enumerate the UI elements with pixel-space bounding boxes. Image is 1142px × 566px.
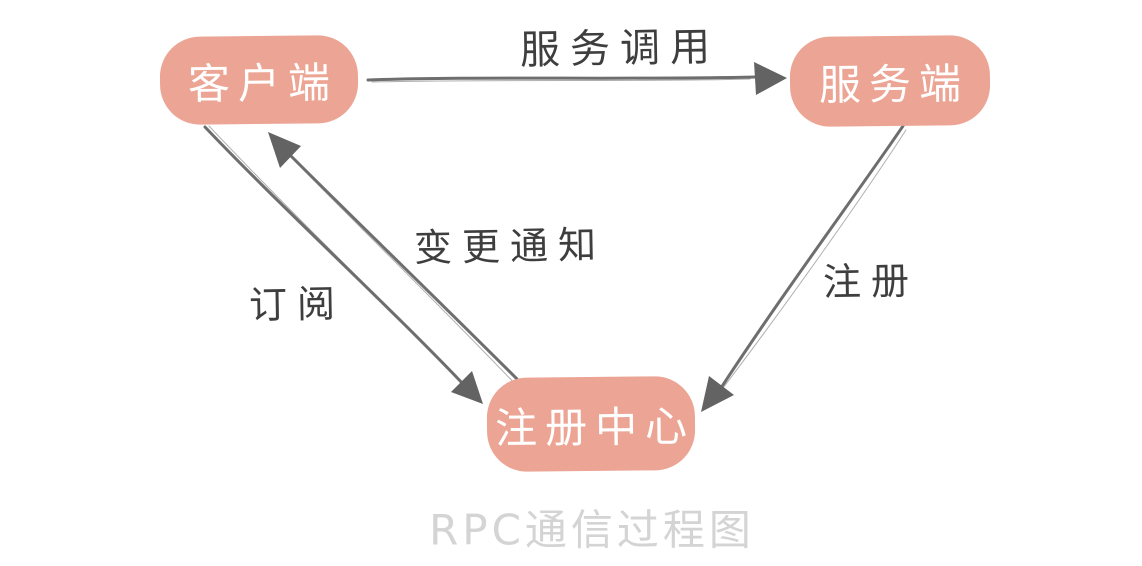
arrowhead-up-left-icon: [268, 132, 301, 168]
node-registry-label: 注册中心: [494, 401, 696, 453]
edge-label-register: 注册: [822, 258, 920, 305]
node-client-label: 客户端: [187, 57, 339, 109]
edge-label-change-notify: 变更通知: [413, 222, 607, 271]
node-server-label: 服务端: [818, 58, 970, 110]
arrowhead-right-icon: [754, 62, 787, 95]
arrowhead-down-right-icon: [451, 371, 483, 404]
edge-label-subscribe: 订阅: [248, 281, 346, 328]
node-server: 服务端: [789, 34, 991, 128]
diagram-title: RPC通信过程图: [429, 505, 755, 555]
node-client: 客户端: [159, 34, 359, 126]
edge-label-service-call: 服务调用: [519, 24, 721, 74]
node-registry: 注册中心: [486, 375, 696, 473]
arrowhead-down-left-icon: [701, 376, 734, 412]
